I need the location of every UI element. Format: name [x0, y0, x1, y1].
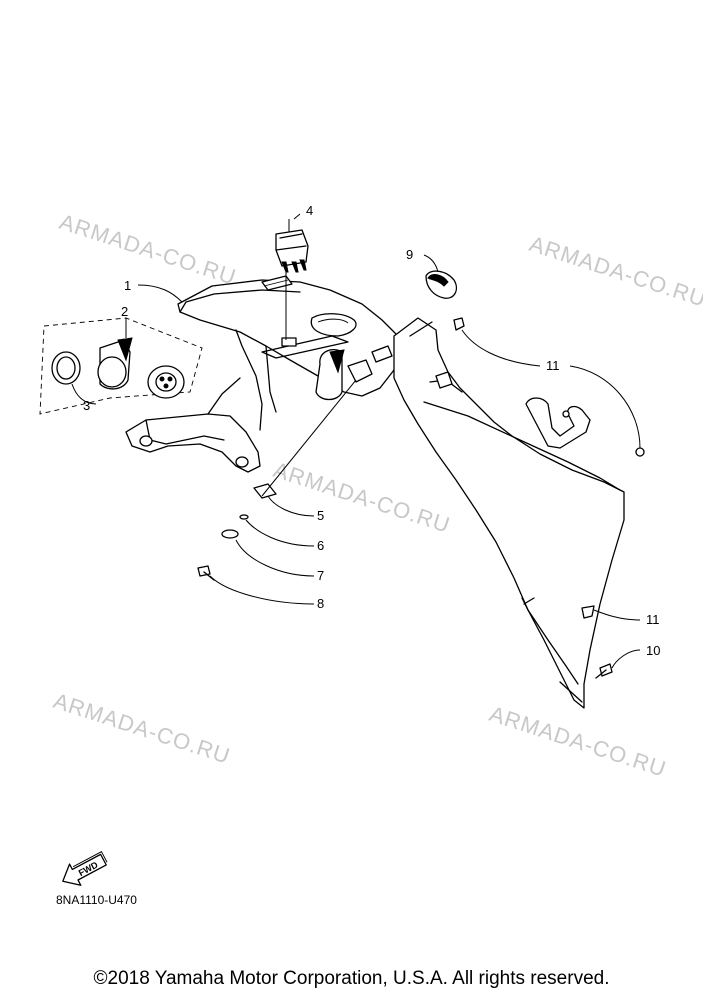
- watermark: ARMADA-CO.RU: [526, 231, 703, 312]
- lower-bracket-part: [125, 377, 261, 473]
- watermark: ARMADA-CO.RU: [50, 688, 233, 769]
- diagram-code: 8NA1110-U470: [56, 893, 137, 907]
- callout-8: 8: [317, 596, 324, 611]
- callout-1: 1: [124, 278, 131, 293]
- callout-3: 3: [83, 398, 90, 413]
- arrow-marker: [117, 337, 133, 362]
- socket-assembly: [39, 317, 203, 415]
- callout-2: 2: [121, 304, 128, 319]
- arrow-marker: [329, 349, 345, 374]
- watermark: ARMADA-CO.RU: [270, 457, 453, 538]
- copyright-text: ©2018 Yamaha Motor Corporation, U.S.A. A…: [93, 968, 610, 989]
- callout-11: 11: [646, 612, 660, 627]
- callout-4: 4: [306, 203, 313, 218]
- callout-7: 7: [317, 568, 324, 583]
- switch-part: [275, 229, 309, 273]
- callout-5: 5: [317, 508, 324, 523]
- cap-part: [425, 270, 458, 299]
- callout-6: 6: [317, 538, 324, 553]
- hardware-parts: [197, 317, 645, 679]
- callout-11: 11: [546, 358, 560, 373]
- dash-panel-part: [177, 275, 403, 431]
- fwd-arrow-icon: FWD: [62, 851, 108, 886]
- side-panel-part: [393, 317, 625, 709]
- leader-lines: [71, 213, 641, 669]
- watermark: ARMADA-CO.RU: [56, 209, 239, 290]
- callout-10: 10: [646, 643, 660, 658]
- watermark: ARMADA-CO.RU: [486, 701, 669, 782]
- callout-9: 9: [406, 247, 413, 262]
